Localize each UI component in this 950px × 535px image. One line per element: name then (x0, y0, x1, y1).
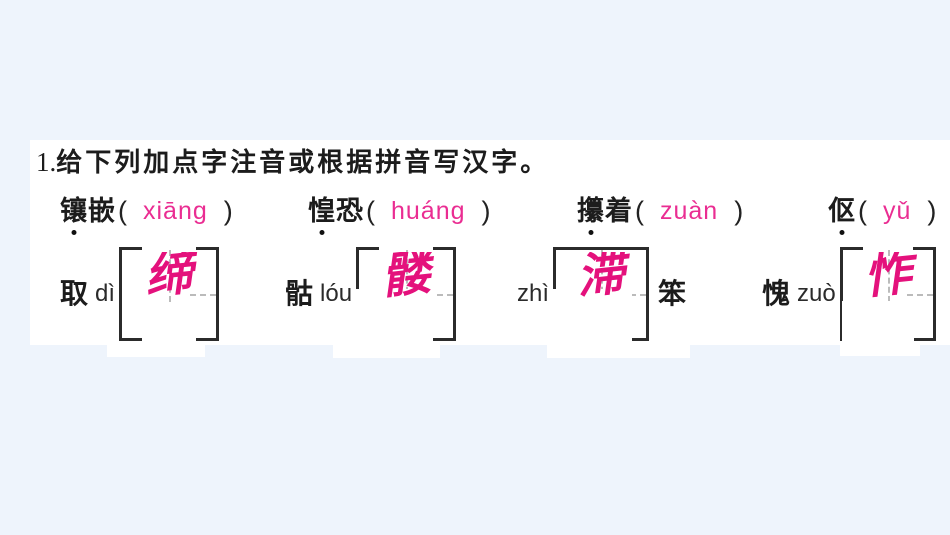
vertical-guide-dash (601, 249, 604, 302)
right-bracket-icon (912, 246, 936, 341)
left-bracket-icon (119, 246, 143, 341)
pinyin-prompt: zuò (797, 279, 836, 307)
word-suffix: 笨 (658, 277, 687, 309)
answer-cell: 缔 (119, 246, 220, 341)
vertical-guide-dash (169, 249, 172, 302)
handwritten-answer-clip: 髅 (356, 252, 456, 298)
answer-box-overlay (355, 289, 433, 346)
exercise-title-text: 给下列加点字注音或根据拼音写汉字。 (56, 147, 550, 177)
word-prefix: 骷 (285, 277, 314, 309)
word-rest: 嵌 (88, 195, 116, 226)
handwritten-answer-clip: 滞 (553, 252, 649, 298)
horizontal-guide-dash (190, 293, 217, 296)
handwritten-answer: 滞 (574, 251, 628, 298)
pinyin-answer: huáng (391, 196, 466, 225)
paren-close: ) (927, 195, 937, 226)
pinyin-item-xiang: 镶 嵌 ( xiāng ) (60, 194, 235, 228)
paren-open: ( (635, 195, 644, 226)
paren-close: ) (223, 195, 233, 226)
hanzi-item-di: 取 dì 缔 (60, 246, 220, 341)
exercise-title: 1.给下列加点字注音或根据拼音写汉字。 (36, 142, 549, 179)
paren-open: ( (858, 195, 867, 226)
dotted-character: 攥 (577, 195, 605, 226)
dotted-character: 惶 (308, 195, 336, 226)
pinyin-prompt: lóu (320, 279, 353, 307)
handwritten-answer-clip: 缔 (119, 252, 219, 298)
answer-box-patch (333, 345, 440, 358)
hanzi-item-lou: 骷 lóu 髅 (285, 246, 457, 341)
cell-top-border (553, 246, 650, 250)
pinyin-answer: xiāng (143, 196, 208, 225)
handwritten-answer: 髅 (379, 251, 433, 298)
right-bracket-icon (626, 246, 650, 341)
paren-close: ) (481, 195, 491, 226)
handwritten-answer: 缔 (142, 251, 196, 298)
paren-open: ( (118, 195, 127, 226)
pinyin-item-yu: 伛 ( yǔ ) (828, 194, 938, 228)
pinyin-answer: yǔ (883, 196, 912, 225)
pinyin-prompt: dì (95, 279, 116, 307)
pinyin-answer: zuàn (660, 196, 719, 225)
word-prefix: 愧 (762, 277, 791, 309)
answer-box-patch (840, 345, 920, 356)
word-prefix: 取 (60, 277, 89, 309)
right-bracket-icon (433, 246, 457, 341)
vertical-guide-dash (406, 249, 409, 302)
answer-box-patch (107, 345, 205, 357)
horizontal-guide-dash (620, 293, 647, 296)
word-rest: 恐 (336, 195, 364, 226)
exercise-number: 1. (36, 147, 57, 177)
handwritten-answer-clip: 怍 (840, 252, 936, 298)
pinyin-item-huang: 惶 恐 ( huáng ) (308, 194, 493, 228)
dotted-character: 伛 (828, 195, 856, 226)
right-bracket-icon (196, 246, 220, 341)
pinyin-item-zuan: 攥 着 ( zuàn ) (577, 194, 745, 228)
answer-box-overlay (550, 289, 632, 346)
paren-close: ) (734, 195, 744, 226)
hanzi-item-zuo: 愧 zuò 怍 (762, 246, 936, 341)
paren-open: ( (366, 195, 375, 226)
horizontal-guide-dash (906, 293, 933, 296)
word-rest: 着 (605, 195, 633, 226)
vertical-guide-dash (887, 249, 890, 302)
pinyin-prompt: zhì (517, 279, 550, 307)
answer-box-patch (547, 345, 690, 358)
horizontal-guide-dash (427, 293, 454, 296)
handwritten-answer: 怍 (860, 251, 915, 298)
content-panel (30, 140, 950, 345)
answer-box-overlay (842, 301, 914, 346)
dotted-character: 镶 (60, 195, 88, 226)
